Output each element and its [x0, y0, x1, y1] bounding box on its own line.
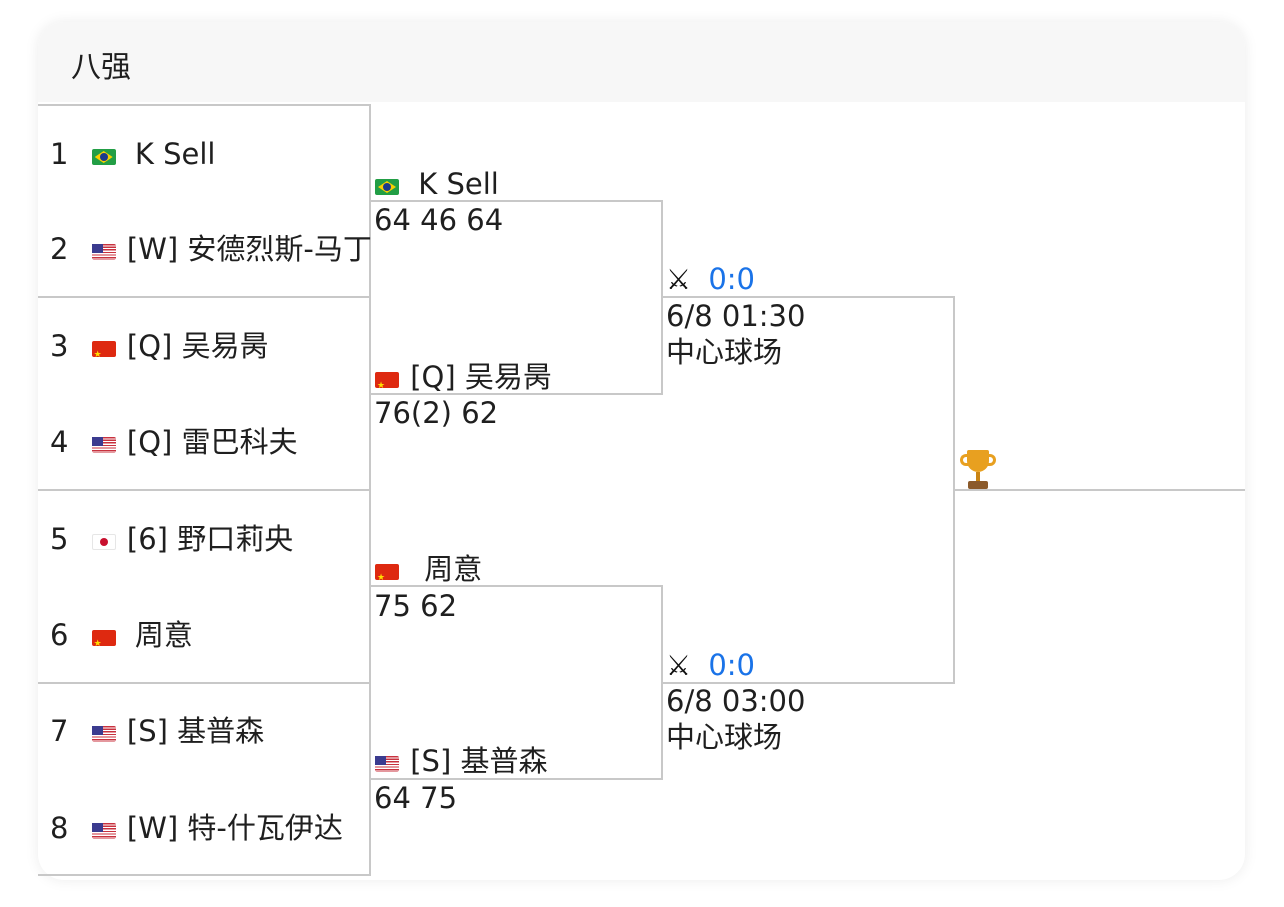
china-flag-icon	[91, 626, 116, 662]
match-score: 76(2) 62	[374, 396, 499, 430]
player-row[interactable]: 3 [Q] 吴易昺	[50, 328, 269, 373]
match-score: 64 75	[374, 781, 458, 815]
player-row[interactable]: 6 周意	[50, 617, 193, 662]
player-row[interactable]: 5 [6] 野口莉央	[50, 521, 293, 557]
player-name: [W] 特-什瓦伊达	[126, 811, 343, 845]
divider	[38, 296, 370, 298]
china-flag-icon	[375, 560, 399, 596]
japan-flag-icon	[91, 534, 116, 550]
match-winner[interactable]: [S] 基普森	[375, 743, 547, 779]
brazil-flag-icon	[375, 179, 399, 195]
divider	[38, 104, 370, 106]
brazil-flag-icon	[91, 149, 116, 165]
player-row[interactable]: 8 [W] 特-什瓦伊达	[50, 810, 343, 846]
match-score: 75 62	[374, 589, 458, 623]
bracket-line	[369, 393, 662, 395]
player-name: [S] 基普森	[126, 714, 265, 748]
match-winner[interactable]: [Q] 吴易昺	[375, 359, 552, 404]
divider	[369, 104, 371, 876]
seed-number: 7	[50, 714, 69, 748]
seed-number: 4	[50, 425, 69, 459]
bracket-card: 八强	[38, 22, 1245, 880]
usa-flag-icon	[375, 756, 399, 772]
player-name: 周意	[134, 618, 193, 652]
match-time: 6/8 03:00	[666, 684, 806, 718]
bracket-line	[369, 778, 662, 780]
usa-flag-icon	[91, 823, 116, 839]
player-name: K Sell	[134, 137, 216, 171]
player-name: [Q] 吴易昺	[410, 360, 552, 394]
player-name: K Sell	[418, 167, 499, 201]
round-title: 八强	[71, 50, 131, 85]
bracket-line	[662, 296, 954, 298]
seed-number: 5	[50, 522, 69, 556]
match-court: 中心球场	[666, 335, 783, 369]
bracket-line	[369, 200, 662, 202]
usa-flag-icon	[91, 437, 116, 453]
player-name: [6] 野口莉央	[126, 522, 294, 556]
bracket-line	[369, 585, 662, 587]
seed-number: 6	[50, 618, 69, 652]
seed-number: 1	[50, 137, 69, 171]
match-score: 64 46 64	[374, 203, 504, 237]
seed-number: 3	[50, 329, 69, 363]
divider	[38, 682, 370, 684]
bracket-header: 八强	[38, 22, 1245, 102]
player-row[interactable]: 7 [S] 基普森	[50, 713, 264, 749]
seed-number: 8	[50, 811, 69, 845]
player-name: [W] 安德烈斯-马丁	[126, 232, 372, 266]
player-row[interactable]: 1 K Sell	[50, 136, 216, 172]
semi-match-header[interactable]: ⚔ 0:0	[666, 647, 755, 684]
player-name: [Q] 吴易昺	[126, 329, 269, 363]
player-name: 周意	[424, 552, 483, 586]
match-winner[interactable]: K Sell	[375, 166, 499, 202]
seed-number: 2	[50, 232, 69, 266]
divider	[38, 489, 370, 491]
bracket-line	[662, 682, 954, 684]
usa-flag-icon	[91, 726, 116, 742]
crossed-swords-icon: ⚔	[666, 649, 692, 682]
china-flag-icon	[375, 368, 399, 404]
match-time: 6/8 01:30	[666, 299, 806, 333]
live-score[interactable]: 0:0	[708, 648, 755, 682]
player-name: [S] 基普森	[410, 744, 548, 778]
match-court: 中心球场	[666, 720, 783, 754]
match-winner[interactable]: 周意	[375, 551, 483, 596]
semi-match-header[interactable]: ⚔ 0:0	[666, 261, 755, 298]
usa-flag-icon	[91, 244, 116, 260]
live-score[interactable]: 0:0	[708, 262, 755, 296]
player-name: [Q] 雷巴科夫	[126, 425, 298, 459]
divider	[38, 874, 370, 876]
player-row[interactable]: 4 [Q] 雷巴科夫	[50, 424, 298, 460]
player-row[interactable]: 2 [W] 安德烈斯-马丁	[50, 231, 372, 267]
crossed-swords-icon: ⚔	[666, 263, 692, 296]
bracket-line	[954, 489, 1245, 491]
china-flag-icon	[91, 337, 116, 373]
trophy-icon	[960, 450, 996, 492]
